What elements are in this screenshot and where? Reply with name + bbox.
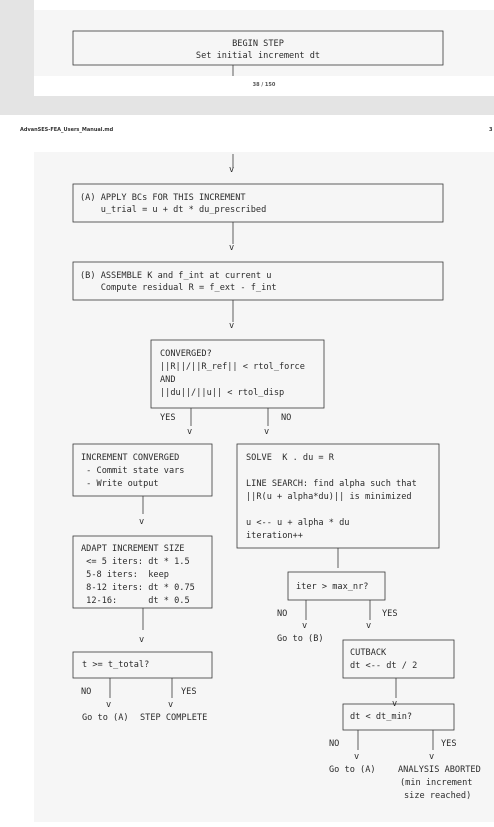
arrow-head: v	[302, 621, 308, 631]
increment-converged-item: - Commit state vars	[81, 466, 185, 476]
goto-b-label: Go to (B)	[277, 634, 324, 644]
begin-step-title: BEGIN STEP	[232, 39, 284, 49]
arrow-head: v	[229, 321, 235, 331]
t-check-label: t >= t_total?	[82, 660, 150, 670]
step-complete-label: STEP COMPLETE	[140, 713, 208, 723]
aborted-detail: (min increment	[400, 778, 473, 788]
arrow-head: v	[264, 427, 270, 437]
arrow-head: v	[366, 621, 372, 631]
begin-box-outline	[72, 30, 444, 66]
box-a-formula: u_trial = u + dt * du_prescribed	[80, 205, 267, 215]
iter-check-outline	[287, 571, 386, 601]
converged-and: AND	[160, 375, 176, 385]
no-label: NO	[281, 413, 292, 423]
no-label: NO	[277, 609, 288, 619]
adapt-title: ADAPT INCREMENT SIZE	[81, 544, 185, 554]
yes-label: YES	[160, 413, 176, 423]
code-block	[34, 152, 494, 822]
iter-check-label: iter > max_nr?	[296, 582, 369, 592]
arrow-head: v	[229, 165, 235, 175]
adapt-rule: <= 5 iters: dt * 1.5	[81, 557, 190, 567]
page-indicator: 38 / 150	[252, 82, 276, 88]
solve-title: SOLVE K . du = R	[246, 453, 334, 463]
iteration-increment: iteration++	[246, 531, 303, 541]
converged-title: CONVERGED?	[160, 349, 212, 359]
converged-box-outline	[150, 339, 325, 409]
adapt-box-outline	[72, 535, 213, 609]
document-filename: AdvanSES-FEA_Users_Manual.md	[20, 127, 114, 133]
no-label: NO	[329, 739, 340, 749]
yes-label: YES	[382, 609, 398, 619]
t-check-outline	[72, 651, 213, 679]
arrow-head: v	[229, 243, 235, 253]
arrow-head: v	[168, 700, 174, 710]
increment-converged-item: - Write output	[81, 479, 159, 489]
arrow-head: v	[354, 752, 360, 762]
converged-disp: ||du||/||u|| < rtol_disp	[160, 388, 285, 398]
cutback-outline	[342, 639, 455, 679]
adapt-rule: 8-12 iters: dt * 0.75	[81, 583, 195, 593]
increment-converged-title: INCREMENT CONVERGED	[81, 453, 180, 463]
dt-check-label: dt < dt_min?	[350, 712, 413, 722]
current-page	[0, 115, 494, 827]
box-b-outline	[72, 261, 444, 301]
no-label: NO	[81, 687, 92, 697]
arrow-head: v	[106, 700, 112, 710]
increment-converged-outline	[72, 443, 213, 497]
adapt-rule: 12-16: dt * 0.5	[81, 596, 190, 606]
arrow-head: v	[392, 699, 398, 709]
box-b-formula: Compute residual R = f_ext - f_int	[80, 283, 277, 293]
cutback-title: CUTBACK	[350, 648, 387, 658]
arrow-head: v	[139, 635, 145, 645]
aborted-detail: size reached)	[404, 791, 472, 801]
line-search-title: LINE SEARCH: find alpha such that	[246, 479, 417, 489]
box-a-outline	[72, 183, 444, 223]
update-formula: u <-- u + alpha * du	[246, 518, 350, 528]
line-search-formula: ||R(u + alpha*du)|| is minimized	[246, 492, 412, 502]
yes-label: YES	[181, 687, 197, 697]
arrow-head: v	[429, 752, 435, 762]
converged-force: ||R||/||R_ref|| < rtol_force	[160, 362, 305, 372]
begin-step-subtitle: Set initial increment dt	[195, 51, 321, 61]
dt-check-outline	[342, 703, 455, 731]
arrow-head: v	[139, 517, 145, 527]
arrow-head: v	[187, 427, 193, 437]
box-a-title: (A) APPLY BCs FOR THIS INCREMENT	[80, 193, 246, 203]
previous-page: 38 / 150	[34, 0, 494, 96]
box-b-title: (B) ASSEMBLE K and f_int at current u	[80, 271, 272, 281]
yes-label: YES	[441, 739, 457, 749]
adapt-rule: 5-8 iters: keep	[81, 570, 169, 580]
goto-a-label: Go to (A)	[329, 765, 376, 775]
goto-a-label: Go to (A)	[82, 713, 129, 723]
page-edge-number: 3	[489, 127, 493, 133]
cutback-formula: dt <-- dt / 2	[350, 661, 418, 671]
aborted-title: ANALYSIS ABORTED	[398, 765, 481, 775]
